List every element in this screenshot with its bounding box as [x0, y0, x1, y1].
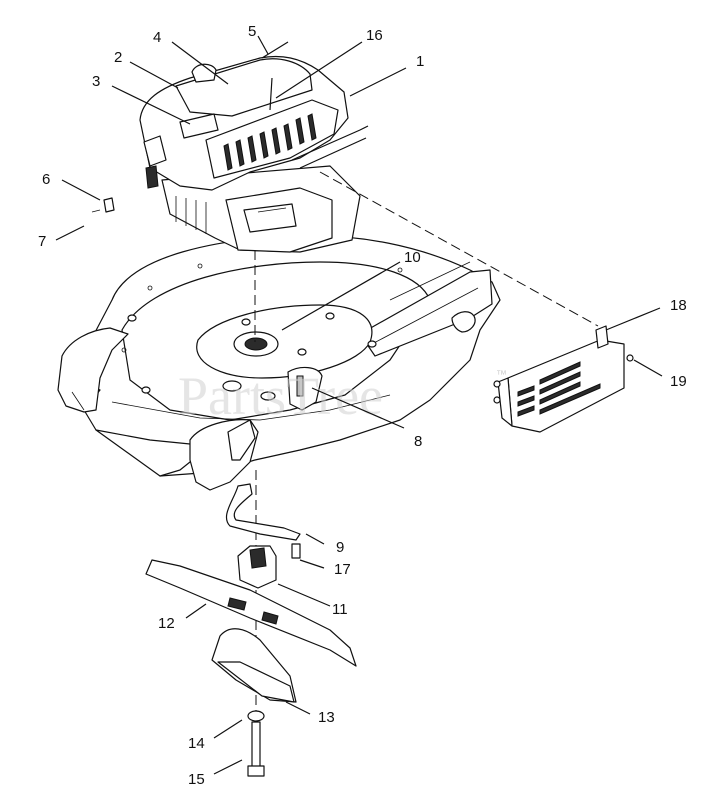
callout-10: 10 [404, 249, 421, 266]
callout-17: 17 [334, 561, 351, 578]
callout-7: 7 [38, 233, 46, 250]
blade-assembly [145, 470, 357, 777]
callout-8: 8 [414, 433, 422, 450]
engine-grille-slots [223, 113, 317, 171]
callout-9: 9 [336, 539, 344, 556]
callout-4: 4 [153, 29, 161, 46]
callout-12: 12 [158, 615, 175, 632]
callout-18: 18 [670, 297, 687, 314]
leader-lines [55, 35, 663, 775]
guard-slots [517, 361, 601, 417]
mower-deck [57, 235, 501, 491]
callout-16: 16 [366, 27, 383, 44]
callout-15: 15 [188, 771, 205, 788]
callout-1: 1 [416, 53, 424, 70]
callout-labels: 1 2 3 4 5 6 7 8 9 10 11 12 13 14 15 16 1… [38, 23, 687, 788]
watermark: PartsTree ™ [178, 366, 507, 426]
callout-6: 6 [42, 171, 50, 188]
callout-11: 11 [332, 601, 348, 618]
callout-13: 13 [318, 709, 335, 726]
callout-2: 2 [114, 49, 122, 66]
watermark-text: PartsTree [178, 366, 383, 426]
watermark-trademark: ™ [496, 369, 507, 381]
callout-3: 3 [92, 73, 100, 90]
rear-discharge-guard [319, 171, 634, 433]
callout-14: 14 [188, 735, 205, 752]
callout-5: 5 [248, 23, 256, 40]
engine-assembly [91, 41, 369, 342]
callout-19: 19 [670, 373, 687, 390]
